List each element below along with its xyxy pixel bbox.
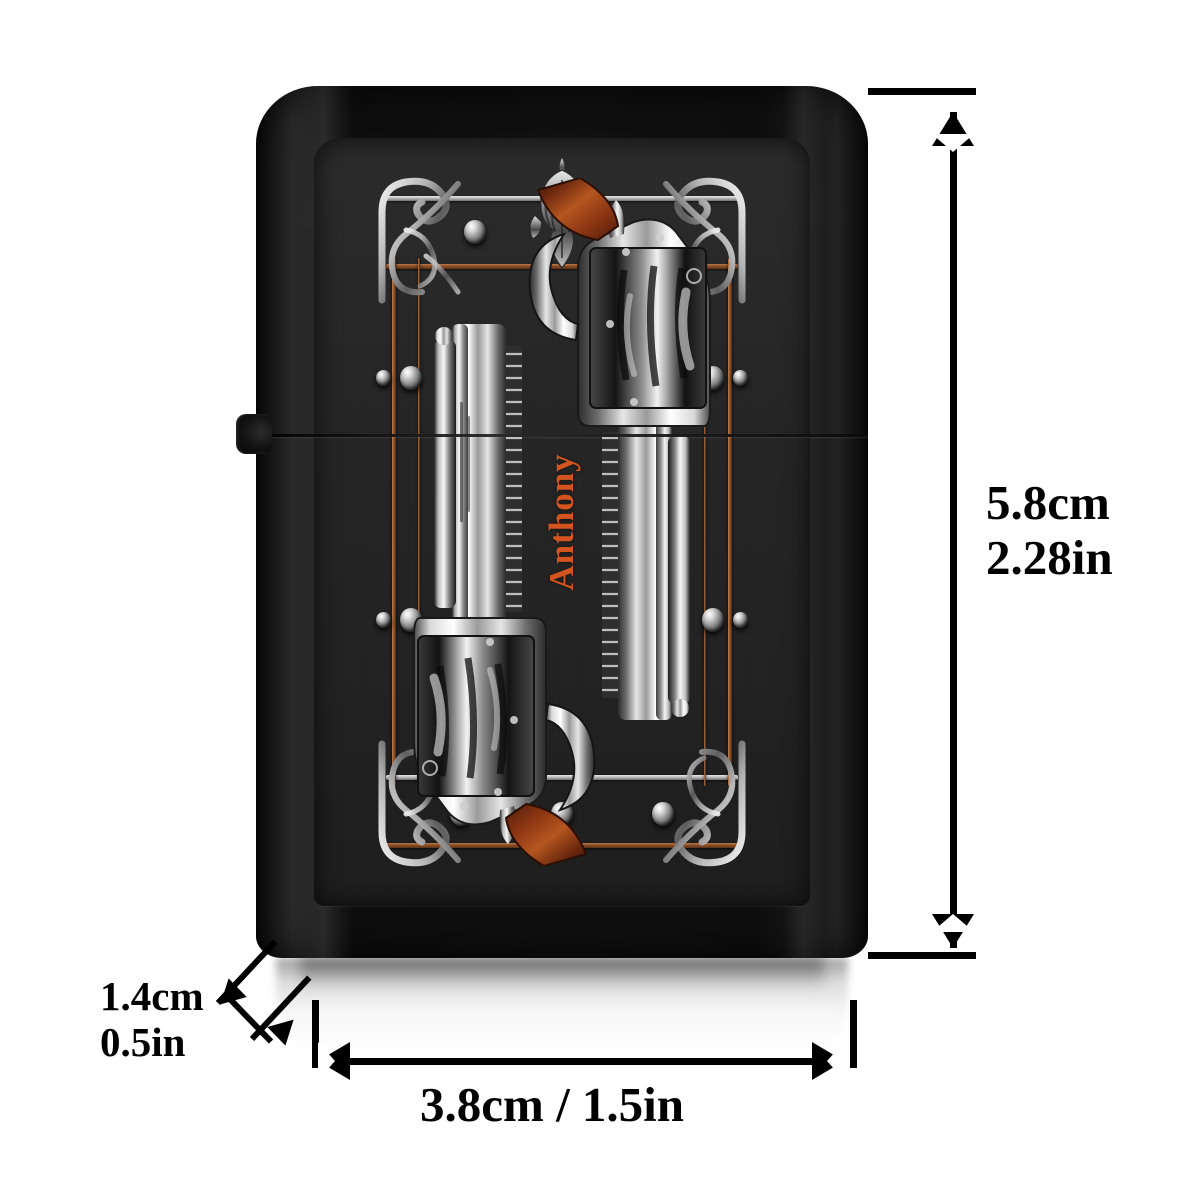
rail-bottom-outer	[386, 775, 738, 780]
rivet-left-upper	[400, 366, 422, 390]
height-dimension-label: 5.8cm 2.28in	[986, 475, 1113, 586]
depth-value-cm: 1.4cm	[100, 973, 204, 1019]
revolver-lower-left	[394, 306, 694, 866]
personalized-name: Anthony	[542, 453, 581, 591]
rivet-right-lower	[702, 608, 724, 632]
height-extension-line-bottom	[868, 952, 976, 959]
width-arrowhead-left-notch	[318, 1042, 335, 1080]
rivet-left-lower-small	[376, 612, 391, 628]
revolver-upper-right	[430, 178, 730, 738]
height-arrowhead-bottom-notch	[932, 914, 974, 932]
depth-value-in: 0.5in	[100, 1018, 186, 1065]
height-arrowhead-top-notch	[932, 134, 974, 152]
height-extension-line-top	[868, 88, 976, 95]
rivet-left-upper-small	[376, 370, 391, 386]
revolver-artwork-group	[400, 178, 724, 866]
lighter-body: Anthony	[256, 86, 868, 958]
lid-seam-line	[256, 434, 868, 437]
height-value-cm: 5.8cm	[986, 475, 1110, 530]
width-dimension-shaft	[336, 1058, 828, 1065]
lighter-reflection-core	[300, 956, 824, 990]
height-value-in: 2.28in	[986, 529, 1113, 585]
rivet-right-upper-small	[733, 370, 748, 386]
rivet-right-lower-small	[733, 612, 748, 628]
corner-ornament-top-left-icon	[372, 172, 468, 310]
lighter-product-image: Anthony	[236, 86, 868, 958]
lighter-hinge	[236, 414, 272, 454]
pinstripe-left-outer	[392, 258, 396, 786]
width-extension-line-left	[312, 1000, 319, 1068]
lighter-reflection	[276, 958, 848, 1054]
rivet-bottom-right	[652, 802, 674, 826]
width-extension-line-right	[850, 1000, 857, 1068]
corner-ornament-bottom-right-icon	[656, 734, 752, 872]
width-arrowhead-right-notch	[827, 1042, 844, 1080]
engraved-panel: Anthony	[314, 138, 810, 906]
pinstripe-left-inner	[418, 258, 420, 786]
pinstripe-right-outer	[728, 258, 732, 786]
height-dimension-shaft	[950, 112, 957, 948]
pinstripe-right-inner	[704, 258, 706, 786]
rivet-top-left	[464, 220, 486, 244]
depth-dimension-label: 1.4cm 0.5in	[100, 973, 204, 1066]
width-dimension-label: 3.8cm / 1.5in	[420, 1077, 685, 1132]
